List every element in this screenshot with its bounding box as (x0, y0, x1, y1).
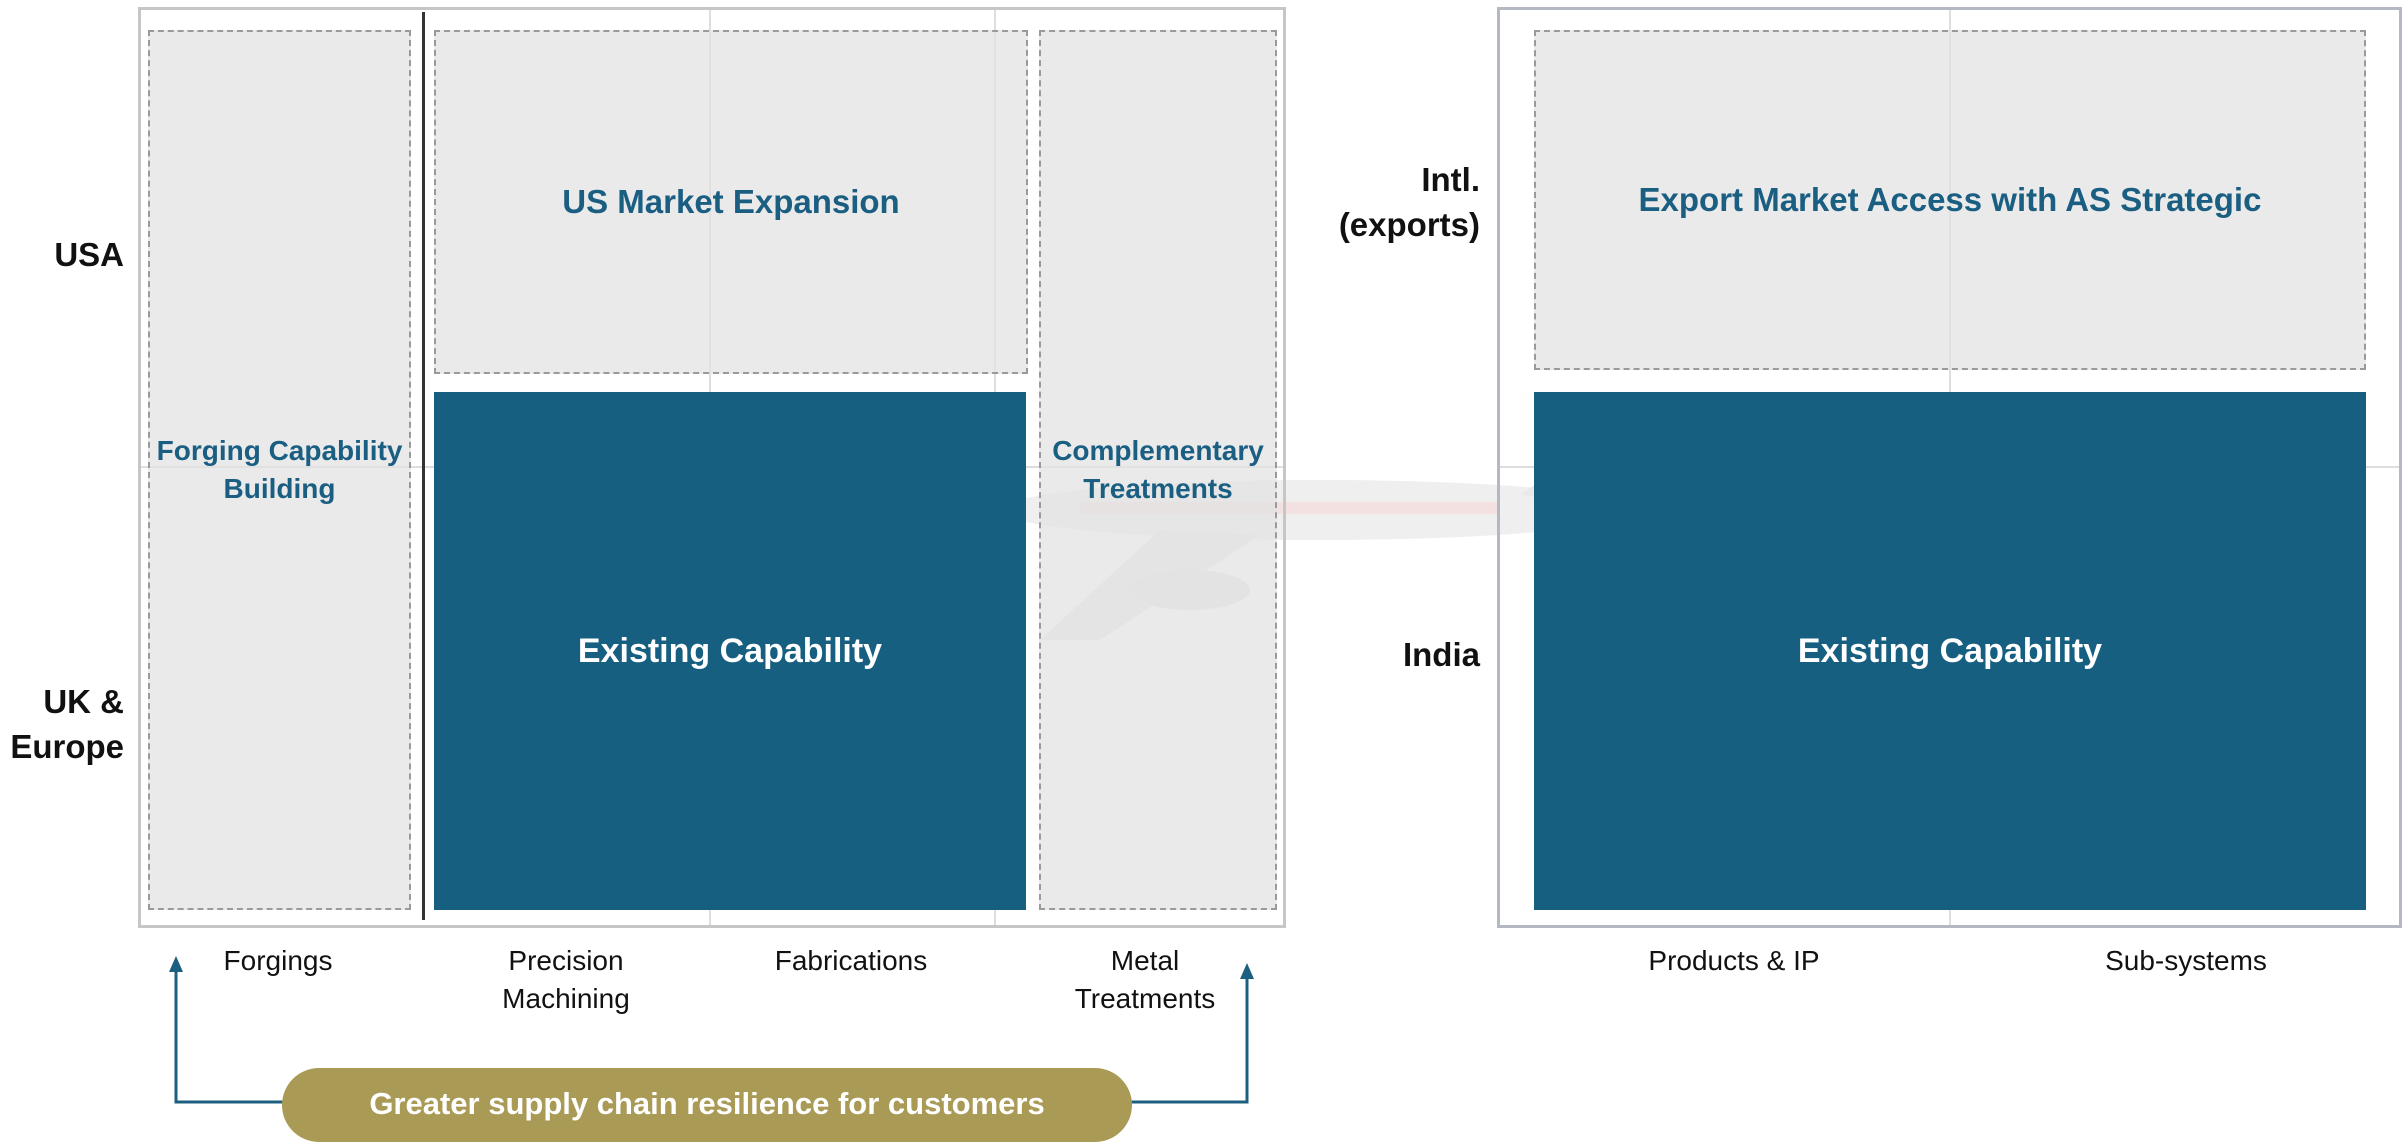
col-label-sub-systems: Sub-systems (2105, 945, 2267, 976)
row-label-india: India (1402, 636, 1480, 673)
export-market-access-block: Export Market Access with AS Strategic (1534, 30, 2366, 370)
forgings-divider (422, 12, 425, 920)
us-market-expansion-label: US Market Expansion (562, 183, 900, 220)
right-existing-capability-block: Existing Capability (1534, 392, 2366, 910)
left-arrow-head (169, 956, 183, 972)
col-label-forgings: Forgings (223, 945, 333, 976)
complementary-treatments-label: Complementary Treatments (1052, 435, 1264, 504)
complementary-treatments-block: Complementary Treatments (1039, 30, 1277, 910)
export-market-access-label: Export Market Access with AS Strategic (1638, 181, 2262, 218)
col-label-fabrications: Fabrications (774, 945, 928, 976)
left-existing-capability-label: Existing Capability (577, 631, 883, 670)
resilience-pill: Greater supply chain resilience for cust… (282, 1068, 1132, 1142)
left-matrix-frame (138, 7, 1286, 928)
right-arrow-line (1126, 975, 1249, 1104)
forging-capability-label: Forging Capability Building (156, 435, 403, 504)
right-existing-capability-label: Existing Capability (1797, 631, 2103, 670)
forging-capability-block: Forging Capability Building (148, 30, 411, 910)
col-label-products-ip: Products & IP (1648, 945, 1820, 976)
col-label-metal-treatments: Metal Treatments (1074, 945, 1216, 1014)
col-label-precision-machining: Precision Machining (502, 945, 630, 1014)
us-market-expansion-block: US Market Expansion (434, 30, 1028, 374)
right-matrix-frame (1497, 7, 2402, 928)
row-label-usa: USA (54, 236, 124, 273)
right-arrow-head (1240, 963, 1254, 979)
left-arrow-line (174, 968, 290, 1104)
row-label-uk-europe: UK & Europe (10, 683, 124, 765)
left-existing-capability-block: Existing Capability (434, 392, 1026, 910)
resilience-pill-label: Greater supply chain resilience for cust… (369, 1086, 1045, 1121)
row-label-intl-exports: Intl. (exports) (1338, 161, 1480, 243)
